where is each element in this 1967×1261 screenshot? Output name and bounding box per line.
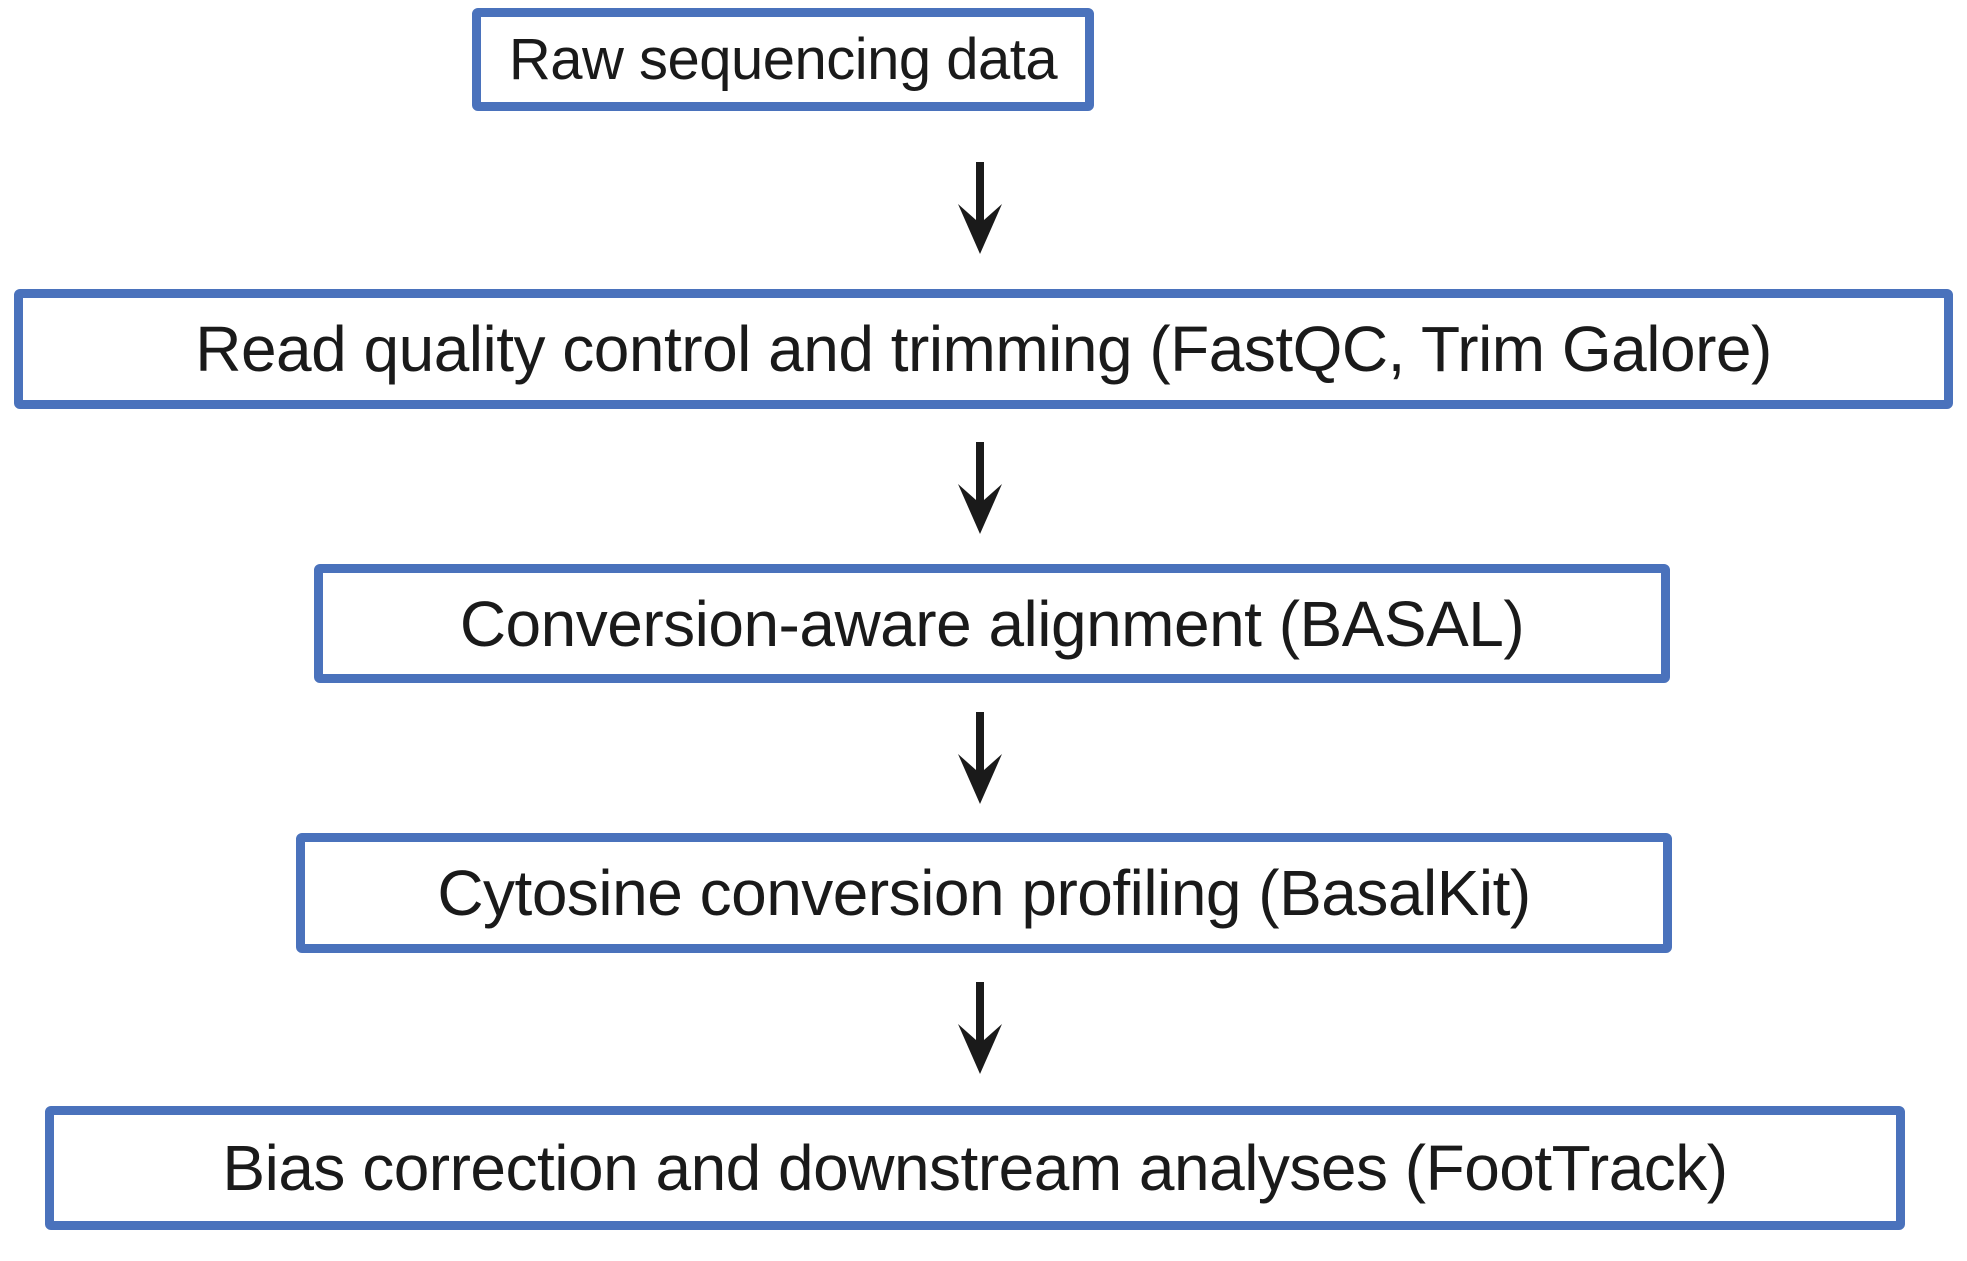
- flow-step-profiling: Cytosine conversion profiling (BasalKit): [296, 833, 1672, 953]
- flow-step-label: Cytosine conversion profiling (BasalKit): [437, 857, 1531, 929]
- flow-step-alignment: Conversion-aware alignment (BASAL): [314, 564, 1670, 683]
- flow-step-label: Bias correction and downstream analyses …: [222, 1132, 1728, 1204]
- flow-step-bias-correction: Bias correction and downstream analyses …: [45, 1106, 1905, 1230]
- flow-step-raw-data: Raw sequencing data: [472, 8, 1094, 111]
- down-arrow-icon: [956, 712, 1004, 804]
- down-arrow-icon: [956, 442, 1004, 534]
- flow-step-label: Raw sequencing data: [508, 27, 1058, 92]
- flow-step-qc-trimming: Read quality control and trimming (FastQ…: [14, 289, 1953, 409]
- down-arrow-icon: [956, 982, 1004, 1074]
- flow-step-label: Conversion-aware alignment (BASAL): [459, 587, 1525, 660]
- flow-step-label: Read quality control and trimming (FastQ…: [195, 313, 1772, 385]
- down-arrow-icon: [956, 162, 1004, 254]
